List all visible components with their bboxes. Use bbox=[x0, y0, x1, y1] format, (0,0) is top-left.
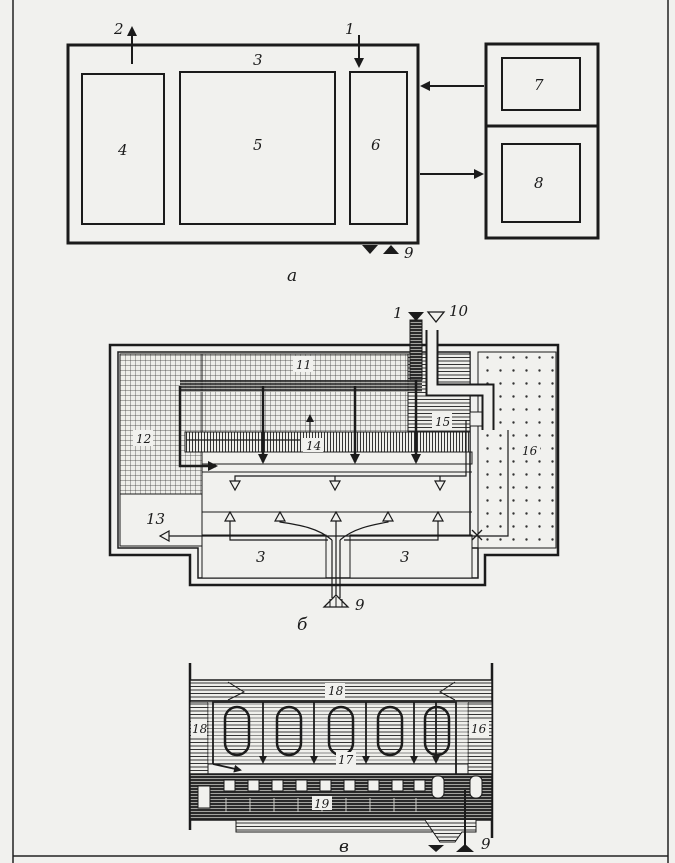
label-9-b: 9 bbox=[355, 596, 365, 614]
panel-a: 2 1 3 4 5 6 7 8 9 а bbox=[66, 20, 600, 286]
label-7: 7 bbox=[534, 76, 544, 94]
label-6: 6 bbox=[371, 136, 381, 154]
label-18-top: 18 bbox=[328, 684, 344, 698]
room-3-left bbox=[201, 534, 327, 579]
label-3: 3 bbox=[253, 51, 263, 69]
block-4 bbox=[81, 73, 165, 225]
label-12: 12 bbox=[136, 432, 151, 446]
label-18-left: 18 bbox=[192, 722, 208, 736]
dense-band bbox=[180, 380, 422, 392]
label-11: 11 bbox=[296, 358, 311, 372]
label-16-c: 16 bbox=[471, 722, 487, 736]
label-16: 16 bbox=[522, 444, 538, 458]
label-3-left: 3 bbox=[256, 548, 266, 566]
base-slab bbox=[235, 819, 433, 833]
label-5: 5 bbox=[253, 136, 263, 154]
right-block bbox=[484, 42, 600, 240]
label-10: 10 bbox=[449, 302, 469, 320]
label-2: 2 bbox=[113, 20, 124, 38]
label-17: 17 bbox=[338, 753, 354, 767]
main-block bbox=[66, 43, 420, 245]
caption-b: б bbox=[297, 615, 308, 635]
label-8: 8 bbox=[534, 174, 544, 192]
flow-lines bbox=[178, 380, 421, 471]
flow-lines-c bbox=[212, 701, 457, 810]
label-3-right: 3 bbox=[400, 548, 410, 566]
page-frame bbox=[12, 0, 669, 863]
label-4: 4 bbox=[117, 141, 128, 159]
block-5 bbox=[179, 71, 336, 225]
marker-9-c-up bbox=[456, 844, 474, 852]
block-8 bbox=[501, 143, 581, 223]
zone-16 bbox=[477, 351, 557, 549]
label-1: 1 bbox=[345, 20, 355, 38]
supply-lines bbox=[160, 414, 509, 598]
caption-c: в bbox=[339, 837, 349, 857]
label-15: 15 bbox=[435, 415, 450, 429]
label-9-c: 9 bbox=[481, 835, 491, 853]
room-3-right bbox=[349, 534, 473, 579]
marker-10 bbox=[426, 311, 446, 324]
panel-b: 11 12 14 15 16 13 3 3 1 10 9 б bbox=[108, 302, 560, 635]
caption-a: а bbox=[287, 266, 297, 286]
zone-12 bbox=[119, 353, 203, 495]
label-13: 13 bbox=[146, 510, 165, 528]
label-19: 19 bbox=[314, 797, 330, 811]
block-6 bbox=[349, 71, 408, 225]
label-1-b: 1 bbox=[393, 304, 403, 322]
marker-1 bbox=[408, 312, 424, 321]
panel-c: 18 18 16 17 19 9 в bbox=[188, 663, 494, 857]
label-14: 14 bbox=[306, 439, 321, 453]
marker-9-down bbox=[362, 245, 378, 254]
marker-9-up bbox=[383, 245, 399, 254]
label-9: 9 bbox=[404, 244, 414, 262]
block-7 bbox=[501, 57, 581, 111]
marker-9-c-down bbox=[428, 845, 444, 852]
drum-row bbox=[223, 705, 451, 757]
cell-row bbox=[197, 775, 483, 809]
zone-14 bbox=[184, 431, 471, 453]
duct-1 bbox=[409, 319, 423, 381]
